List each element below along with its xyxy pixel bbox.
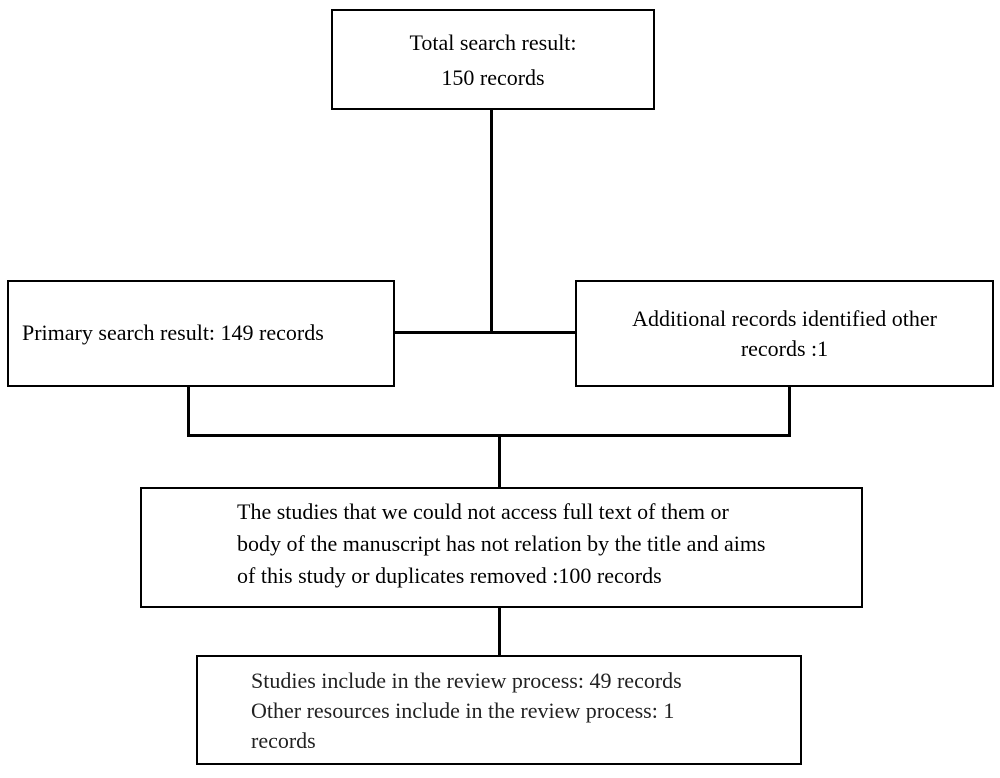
connector-merge-down [498,434,501,488]
total-search-box: Total search result: 150 records [331,9,655,110]
primary-search-box: Primary search result: 149 records [7,280,395,387]
additional-records-line1: Additional records identified other [632,306,937,331]
connector-horizontal-middle [395,331,577,334]
connector-total-down [490,109,493,333]
included-studies-line3: records [251,728,316,753]
excluded-studies-line1: The studies that we could not access ful… [237,499,729,524]
excluded-studies-line3: of this study or duplicates removed :100… [237,563,662,588]
primary-search-text: Primary search result: 149 records [22,320,324,345]
total-search-line1: Total search result: [409,30,577,55]
excluded-studies-box: The studies that we could not access ful… [140,487,863,608]
connector-additional-down [788,386,791,436]
connector-merge-horizontal [187,434,791,437]
included-studies-line2: Other resources include in the review pr… [251,698,675,723]
connector-primary-down [187,386,190,436]
connector-excluded-down [498,607,501,656]
included-studies-line1: Studies include in the review process: 4… [251,668,682,693]
additional-records-box: Additional records identified other reco… [575,280,994,387]
total-search-line2: 150 records [441,65,545,90]
additional-records-line2: records :1 [740,336,829,361]
excluded-studies-line2: body of the manuscript has not relation … [237,531,766,556]
included-studies-box: Studies include in the review process: 4… [196,655,802,765]
